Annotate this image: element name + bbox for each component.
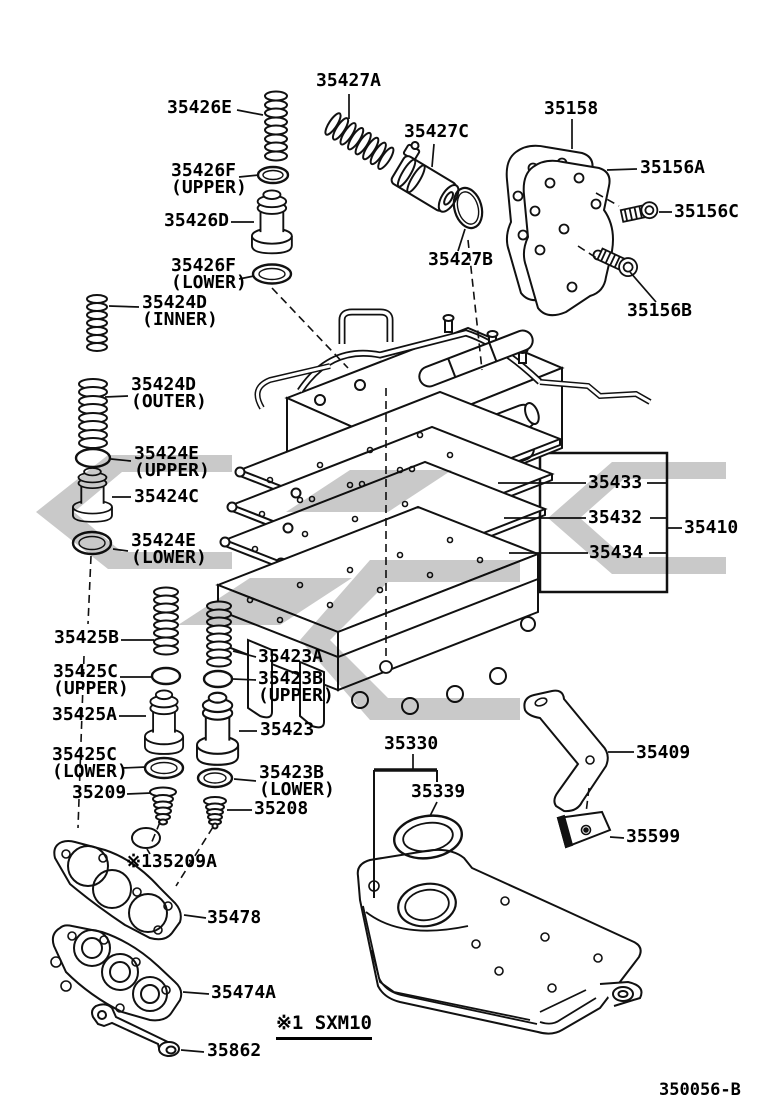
part-label-35425a: 35425A	[52, 704, 118, 725]
part-label-35432: 35432	[588, 507, 643, 528]
part-label-35330: 35330	[384, 733, 439, 754]
part-label-35423b-lower: 35423B(LOWER)	[259, 762, 335, 800]
plate-35599-drawing	[556, 810, 612, 849]
part-label-35156c: 35156C	[674, 201, 740, 222]
part-label-35427c: 35427C	[404, 121, 470, 142]
spring-35426e-drawing	[264, 90, 288, 162]
plate-group-drawing	[505, 144, 659, 317]
part-label-35427a: 35427A	[316, 70, 382, 91]
part-label-35426f-upper: 35426F(UPPER)	[171, 160, 247, 198]
oring-35427b-drawing	[452, 186, 484, 230]
figure-code: 350056-B	[659, 1080, 741, 1100]
part-label-35599: 35599	[626, 826, 681, 847]
part-label-35209a: ※135209A	[126, 851, 217, 872]
part-label-35424d-outer: 35424D(OUTER)	[131, 374, 207, 412]
assembly-dashed-lines	[77, 192, 620, 887]
part-label-35423a: 35423A	[258, 646, 324, 667]
part-label-35158: 35158	[544, 98, 599, 119]
part-label-35426e: 35426E	[167, 97, 233, 118]
oring-35426f-lower-drawing	[251, 263, 293, 285]
part-label-35156a: 35156A	[640, 157, 706, 178]
part-label-35424c: 35424C	[134, 486, 200, 507]
part-label-35423: 35423	[260, 719, 315, 740]
spring-35424d-outer-drawing	[78, 378, 108, 449]
part-label-35208: 35208	[254, 798, 309, 819]
valve-stack-35425-drawing	[143, 586, 185, 826]
part-label-35425c-upper: 35425C(UPPER)	[53, 661, 129, 699]
part-label-35426d: 35426D	[164, 210, 230, 231]
part-label-35425b: 35425B	[54, 627, 120, 648]
part-label-35424e-lower: 35424E(LOWER)	[131, 530, 207, 568]
valve-stack-35424-drawing	[71, 294, 113, 556]
oring-35425c-upper-drawing	[150, 666, 182, 686]
oring-35339-drawing	[393, 814, 463, 860]
lever-35409-drawing	[523, 689, 609, 813]
part-label-35862: 35862	[207, 1040, 262, 1061]
part-label-35409: 35409	[636, 742, 691, 763]
part-label-35424d-inner: 35424D(INNER)	[142, 292, 218, 330]
part-label-35478: 35478	[207, 907, 262, 928]
part-label-35427b: 35427B	[428, 249, 494, 270]
part-label-35410: 35410	[684, 517, 739, 538]
oring-35425c-lower-drawing	[143, 756, 185, 780]
model-note: ※1 SXM10	[276, 1012, 372, 1040]
part-label-35209: 35209	[72, 782, 127, 803]
bolt-35156c-drawing	[619, 201, 659, 223]
accumulator-body-35474a-drawing	[50, 924, 183, 1022]
part-label-35424e-upper: 35424E(UPPER)	[134, 443, 210, 481]
spring-seat-35209-drawing	[149, 786, 177, 826]
rod-35862-drawing	[91, 1003, 180, 1058]
part-label-35474a: 35474A	[211, 982, 277, 1003]
valve-stack-35426-drawing	[250, 90, 293, 285]
part-label-35433: 35433	[588, 472, 643, 493]
solenoid-35427c-drawing	[390, 141, 460, 213]
oil-strainer-35330-drawing	[356, 848, 643, 1035]
spring-35427a-drawing	[324, 112, 395, 171]
oring-35423b-lower-drawing	[196, 767, 234, 789]
bolt-35156b-drawing	[596, 247, 638, 278]
part-label-35423b-upper: 35423B(UPPER)	[258, 668, 334, 706]
part-label-35339: 35339	[411, 781, 466, 802]
spring-seat-35208-drawing	[203, 796, 227, 830]
oil-pipes-drawing	[254, 308, 652, 410]
oring-35423b-upper-drawing	[202, 669, 234, 689]
part-label-35426f-lower: 35426F(LOWER)	[171, 255, 247, 293]
part-label-35434: 35434	[589, 542, 644, 563]
spring-35424d-inner-drawing	[86, 294, 108, 352]
spring-35425b-drawing	[153, 586, 179, 656]
part-label-35425c-lower: 35425C(LOWER)	[52, 744, 128, 782]
gasket-35478-drawing	[53, 827, 182, 941]
ball-35209a-drawing	[131, 827, 161, 849]
part-label-35156b: 35156B	[627, 300, 693, 321]
valve-35427-drawing	[324, 112, 484, 230]
